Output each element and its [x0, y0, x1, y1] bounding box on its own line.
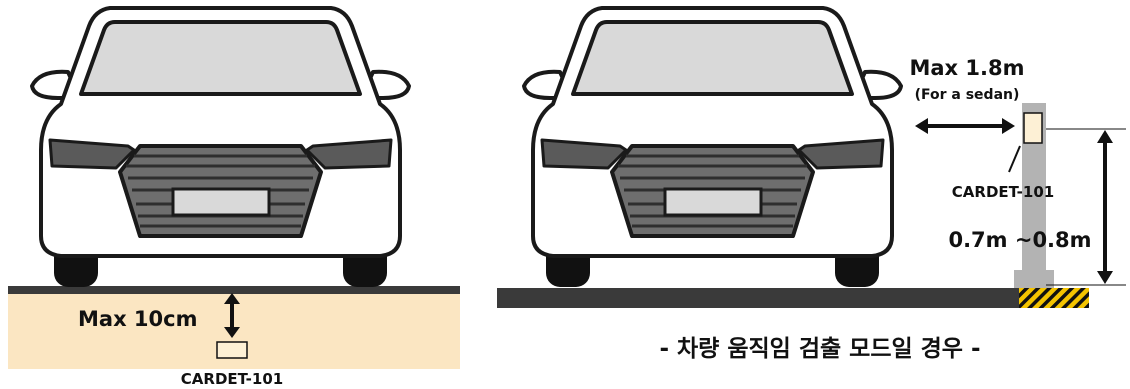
sensor-label-right: CARDET-101 — [952, 183, 1054, 201]
ground-surface — [8, 286, 460, 294]
right-panel: Max 1.8m (For a sedan) CARDET-101 0.7m ~… — [497, 6, 1126, 362]
depth-arrow — [224, 293, 240, 338]
height-arrow — [1046, 128, 1126, 286]
left-panel: Max 10cm CARDET-101 — [8, 6, 460, 388]
ground-surface-right — [497, 288, 1019, 308]
depth-label: Max 10cm — [78, 307, 197, 331]
distance-note: (For a sedan) — [915, 87, 1020, 103]
hazard-base — [1019, 288, 1089, 308]
sensor-pointer — [1008, 145, 1021, 173]
car-front-left — [30, 6, 411, 289]
height-label: 0.7m ~0.8m — [948, 228, 1091, 252]
mode-caption: - 차량 움직임 검출 모드일 경우 - — [659, 336, 980, 362]
distance-label: Max 1.8m — [909, 56, 1024, 80]
car-front-right — [522, 6, 903, 289]
sensor-on-pole — [1023, 112, 1043, 144]
sensor-label-left: CARDET-101 — [181, 370, 283, 388]
pole-foot — [1014, 270, 1054, 288]
distance-arrow — [915, 118, 1015, 134]
sensor-buried — [216, 341, 248, 359]
